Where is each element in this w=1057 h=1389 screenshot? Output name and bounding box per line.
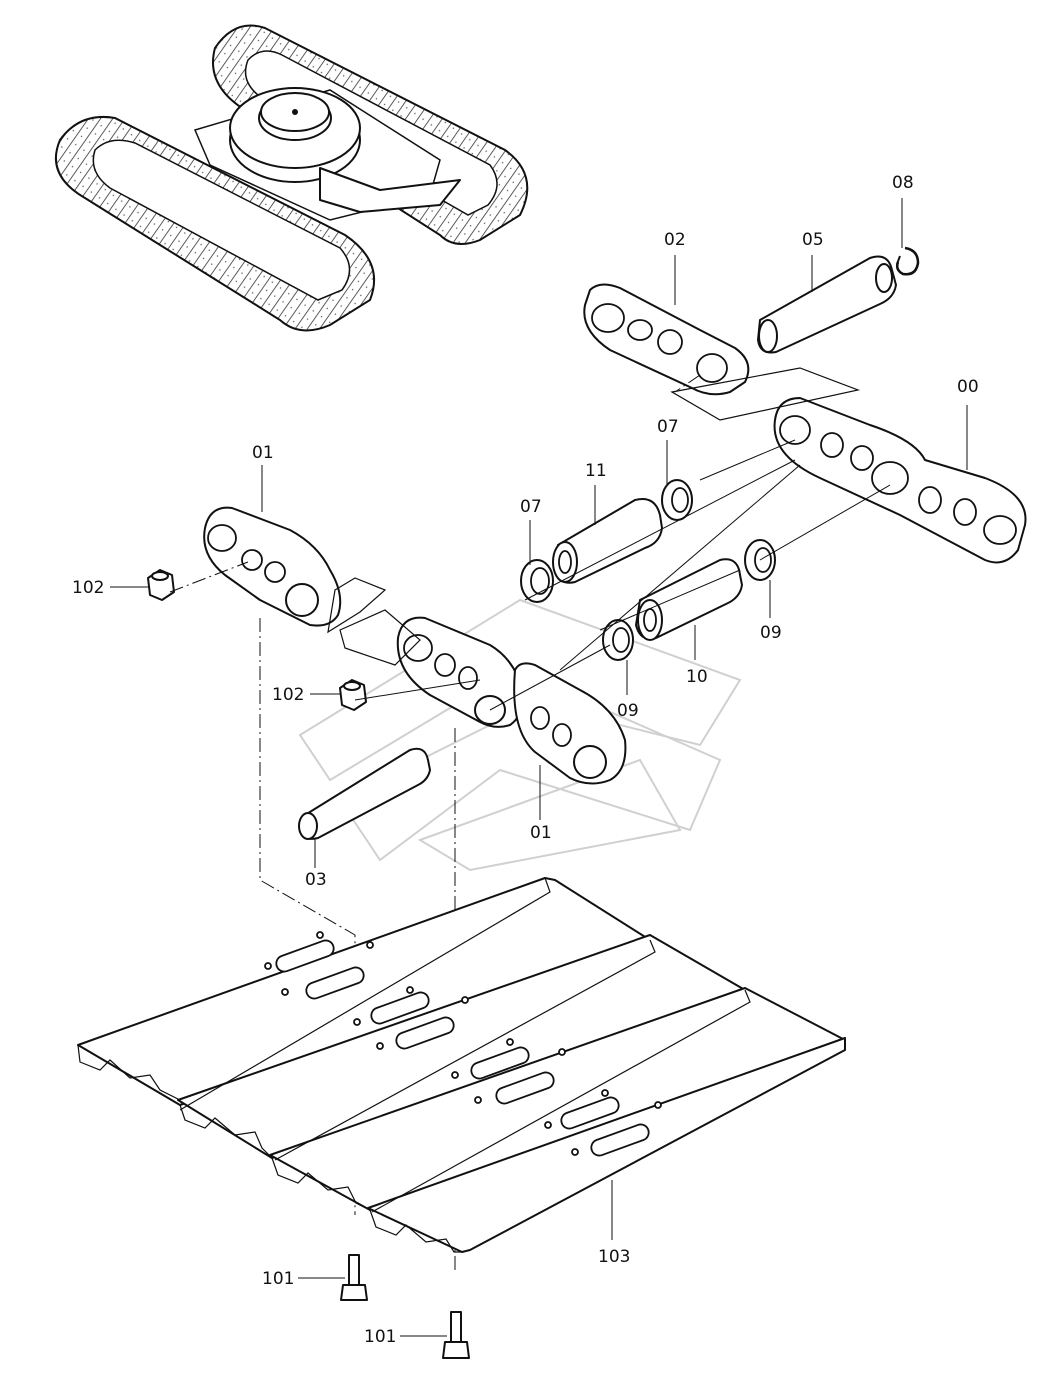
link-01-left <box>203 506 342 627</box>
label-08: 08 <box>892 173 914 193</box>
link-02 <box>583 283 750 396</box>
label-09-right: 09 <box>760 623 782 643</box>
bolt-101-lower <box>442 1311 470 1359</box>
nut-102-lower <box>339 679 367 711</box>
track-shoes-103 <box>77 877 846 1253</box>
bushing-11 <box>552 498 663 584</box>
label-10: 10 <box>686 667 708 687</box>
link-01-center <box>396 616 627 785</box>
label-00: 00 <box>957 377 979 397</box>
seal-09-left <box>602 619 634 661</box>
label-09-left: 09 <box>617 701 639 721</box>
label-101-lower: 101 <box>364 1327 396 1347</box>
bushing-10 <box>635 558 743 641</box>
seal-07-left <box>520 559 554 603</box>
label-101-upper: 101 <box>262 1269 294 1289</box>
snap-ring-08 <box>895 246 920 276</box>
pin-05 <box>757 255 897 354</box>
undercarriage-overview <box>55 24 529 332</box>
part-labels: 08 02 05 00 07 01 11 07 102 09 10 102 09… <box>72 173 979 1347</box>
label-103: 103 <box>598 1247 630 1267</box>
pin-03 <box>298 747 431 840</box>
label-102-lower: 102 <box>272 685 304 705</box>
label-11: 11 <box>585 461 607 481</box>
label-01-center: 01 <box>530 823 552 843</box>
label-03: 03 <box>305 870 327 890</box>
label-01-left: 01 <box>252 443 274 463</box>
link-00 <box>773 397 1027 564</box>
watermark <box>298 598 742 872</box>
label-02: 02 <box>664 230 686 250</box>
leader-lines <box>110 198 968 1337</box>
nut-102-upper <box>147 569 175 601</box>
label-102-upper: 102 <box>72 578 104 598</box>
assembly-guides <box>327 367 891 711</box>
label-07-right: 07 <box>657 417 679 437</box>
seal-07-right <box>661 479 693 521</box>
label-05: 05 <box>802 230 824 250</box>
label-07-left: 07 <box>520 497 542 517</box>
bolt-101-upper <box>340 1254 368 1301</box>
